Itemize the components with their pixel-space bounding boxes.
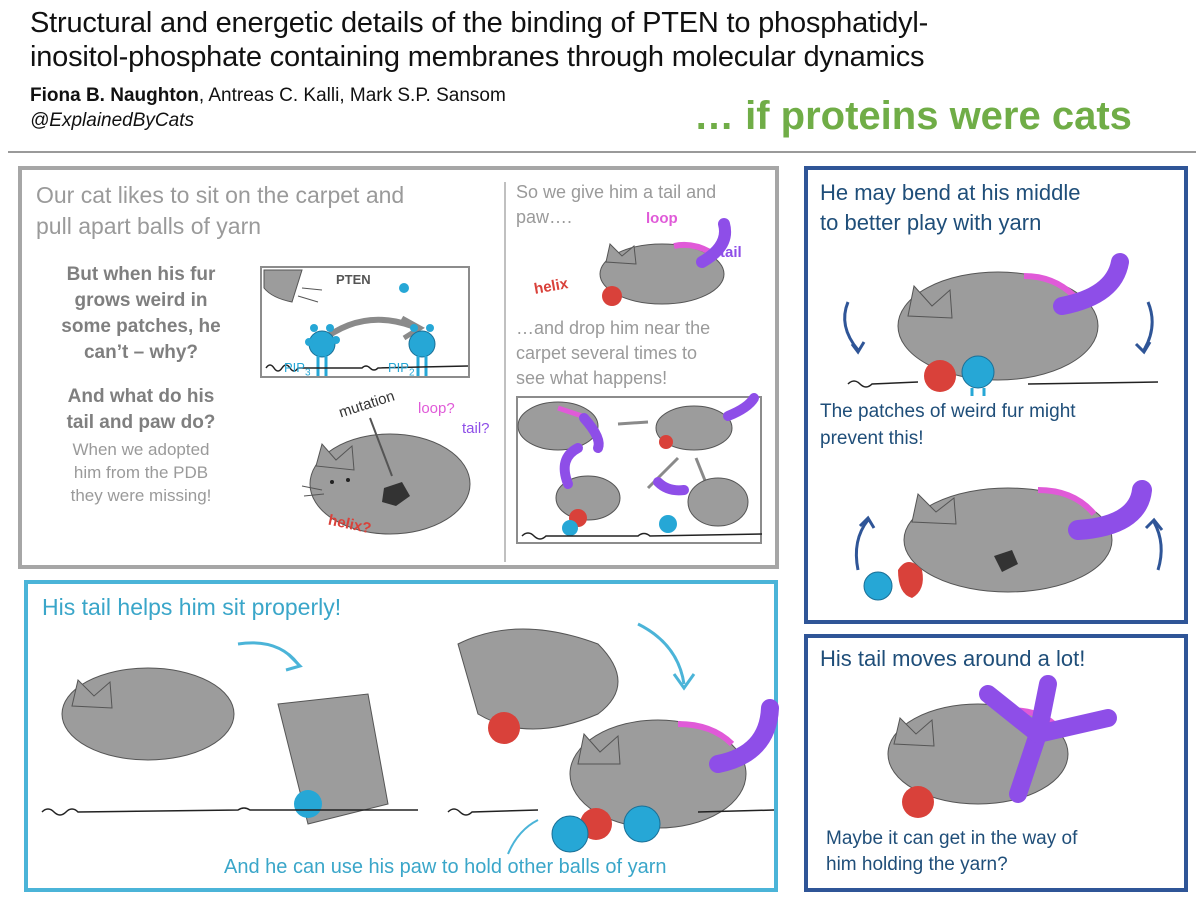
bend-text: He may bend at his middle to better play… — [820, 178, 1080, 238]
top-cat — [457, 628, 619, 730]
pip3-label: PIP3 — [284, 360, 311, 379]
pdb-note: When we adopted him from the PDB they we… — [36, 438, 246, 507]
bend-panel: He may bend at his middle to better play… — [804, 166, 1188, 624]
carpet-left — [41, 807, 418, 816]
drop-line-3: see what happens! — [516, 368, 668, 388]
question-fur-line-2: grows weird in — [74, 290, 208, 311]
tail-question-label: tail? — [462, 420, 490, 437]
question-fur-line-1: But when his fur — [66, 264, 216, 285]
give-tail-text: So we give him a tail and paw…. — [516, 180, 716, 230]
co-authors: , Antreas C. Kalli, Mark S.P. Sansom — [198, 85, 506, 106]
bending-cat-drawing — [843, 253, 1159, 396]
tail-moves-line-1: Maybe it can get in the way of — [826, 828, 1078, 849]
pdb-note-line-3: they were missing! — [70, 486, 212, 505]
yarn-small — [399, 283, 409, 293]
tail-sit-panel: His tail helps him sit properly! And he … — [24, 580, 779, 892]
carpet-line — [265, 364, 469, 372]
mutation-arrow — [369, 417, 393, 477]
tail-sit-drawing — [41, 622, 779, 855]
weird-fur-line-1: The patches of weird fur might — [820, 401, 1076, 422]
tail-region — [696, 218, 731, 268]
simulation-drawing — [517, 393, 763, 540]
pip3-ball — [305, 324, 340, 376]
mutation-patch — [382, 482, 410, 506]
give-tail-line-1: So we give him a tail and — [516, 182, 717, 202]
pdb-note-line-2: him from the PDB — [73, 463, 209, 482]
question-tail-paw: And what do his tail and paw do? — [36, 384, 246, 436]
loop-label: loop — [646, 210, 678, 227]
tail-moves-heading: His tail moves around a lot! — [820, 646, 1086, 671]
header-divider — [8, 151, 1196, 153]
loop-question-label: loop? — [418, 400, 455, 417]
tail-moves-line-2: him holding the yarn? — [826, 854, 1008, 875]
tail-moves-panel: His tail moves around a lot! Maybe it ca… — [804, 634, 1188, 892]
intro-lead: Our cat likes to sit on the carpet and p… — [36, 180, 404, 242]
pten-label: PTEN — [336, 272, 371, 287]
sleeping-cat — [61, 667, 235, 761]
question-fur-line-3: some patches, he — [61, 316, 221, 337]
loop-region — [673, 241, 712, 255]
helix-region — [602, 286, 622, 306]
pten-whiskers — [297, 287, 323, 303]
poster-title: Structural and energetic details of the … — [30, 6, 1180, 74]
tail-sit-heading: His tail helps him sit properly! — [42, 594, 342, 620]
carpet-right — [447, 808, 775, 816]
tail-label: tail — [720, 244, 742, 261]
drop-line-2: carpet several times to — [516, 343, 698, 363]
first-author: Fiona B. Naughton — [30, 85, 199, 106]
full-cat-drawing — [599, 218, 731, 306]
twitter-handle[interactable]: @ExplainedByCats — [30, 110, 194, 131]
title-line-1: Structural and energetic details of the … — [30, 7, 929, 39]
drop-line-1: …and drop him near the — [516, 318, 711, 338]
intro-divider — [504, 182, 506, 562]
title-line-2: inositol-phosphate containing membranes … — [30, 41, 925, 73]
pdb-note-line-1: When we adopted — [72, 440, 210, 459]
weird-fur-line-2: prevent this! — [820, 428, 924, 449]
pip2-label: PIP2 — [388, 360, 415, 379]
caption-pointer — [507, 819, 539, 855]
tagline: … if proteins were cats — [694, 94, 1132, 138]
moving-tail-drawing — [887, 675, 1117, 818]
author-list: Fiona B. Naughton, Antreas C. Kalli, Mar… — [30, 84, 506, 108]
intro-lead-line-1: Our cat likes to sit on the carpet and — [36, 182, 405, 208]
question-fur-line-4: can’t – why? — [83, 342, 199, 363]
mutation-cat-drawing — [301, 417, 471, 535]
intro-panel: Our cat likes to sit on the carpet and p… — [18, 166, 779, 569]
weird-fur-text: The patches of weird fur might prevent t… — [820, 398, 1076, 452]
paw-caption: And he can use his paw to hold other bal… — [224, 856, 667, 878]
blocked-cat-drawing — [854, 480, 1164, 601]
pten-pip-drawing — [263, 269, 469, 376]
pten-cat-corner — [263, 269, 303, 303]
intro-lead-line-2: pull apart balls of yarn — [36, 213, 262, 239]
arrow-2 — [637, 622, 686, 685]
helix-label: helix — [532, 275, 570, 298]
question-fur: But when his fur grows weird in some pat… — [36, 262, 246, 366]
question-tail-line-2: tail and paw do? — [66, 412, 216, 433]
bend-line-2: to better play with yarn — [820, 210, 1042, 235]
simulation-frame — [516, 393, 763, 544]
pten-pip-illustration: PTEN PIP3 PIP2 — [260, 266, 470, 379]
give-tail-line-2: paw…. — [516, 207, 573, 227]
tail-moves-text: Maybe it can get in the way of him holdi… — [826, 826, 1077, 878]
drop-text: …and drop him near the carpet several ti… — [516, 316, 710, 391]
pip2-ball — [408, 324, 436, 376]
bend-line-1: He may bend at his middle — [820, 180, 1081, 205]
question-tail-line-1: And what do his — [67, 386, 215, 407]
cat-ears — [315, 442, 355, 471]
